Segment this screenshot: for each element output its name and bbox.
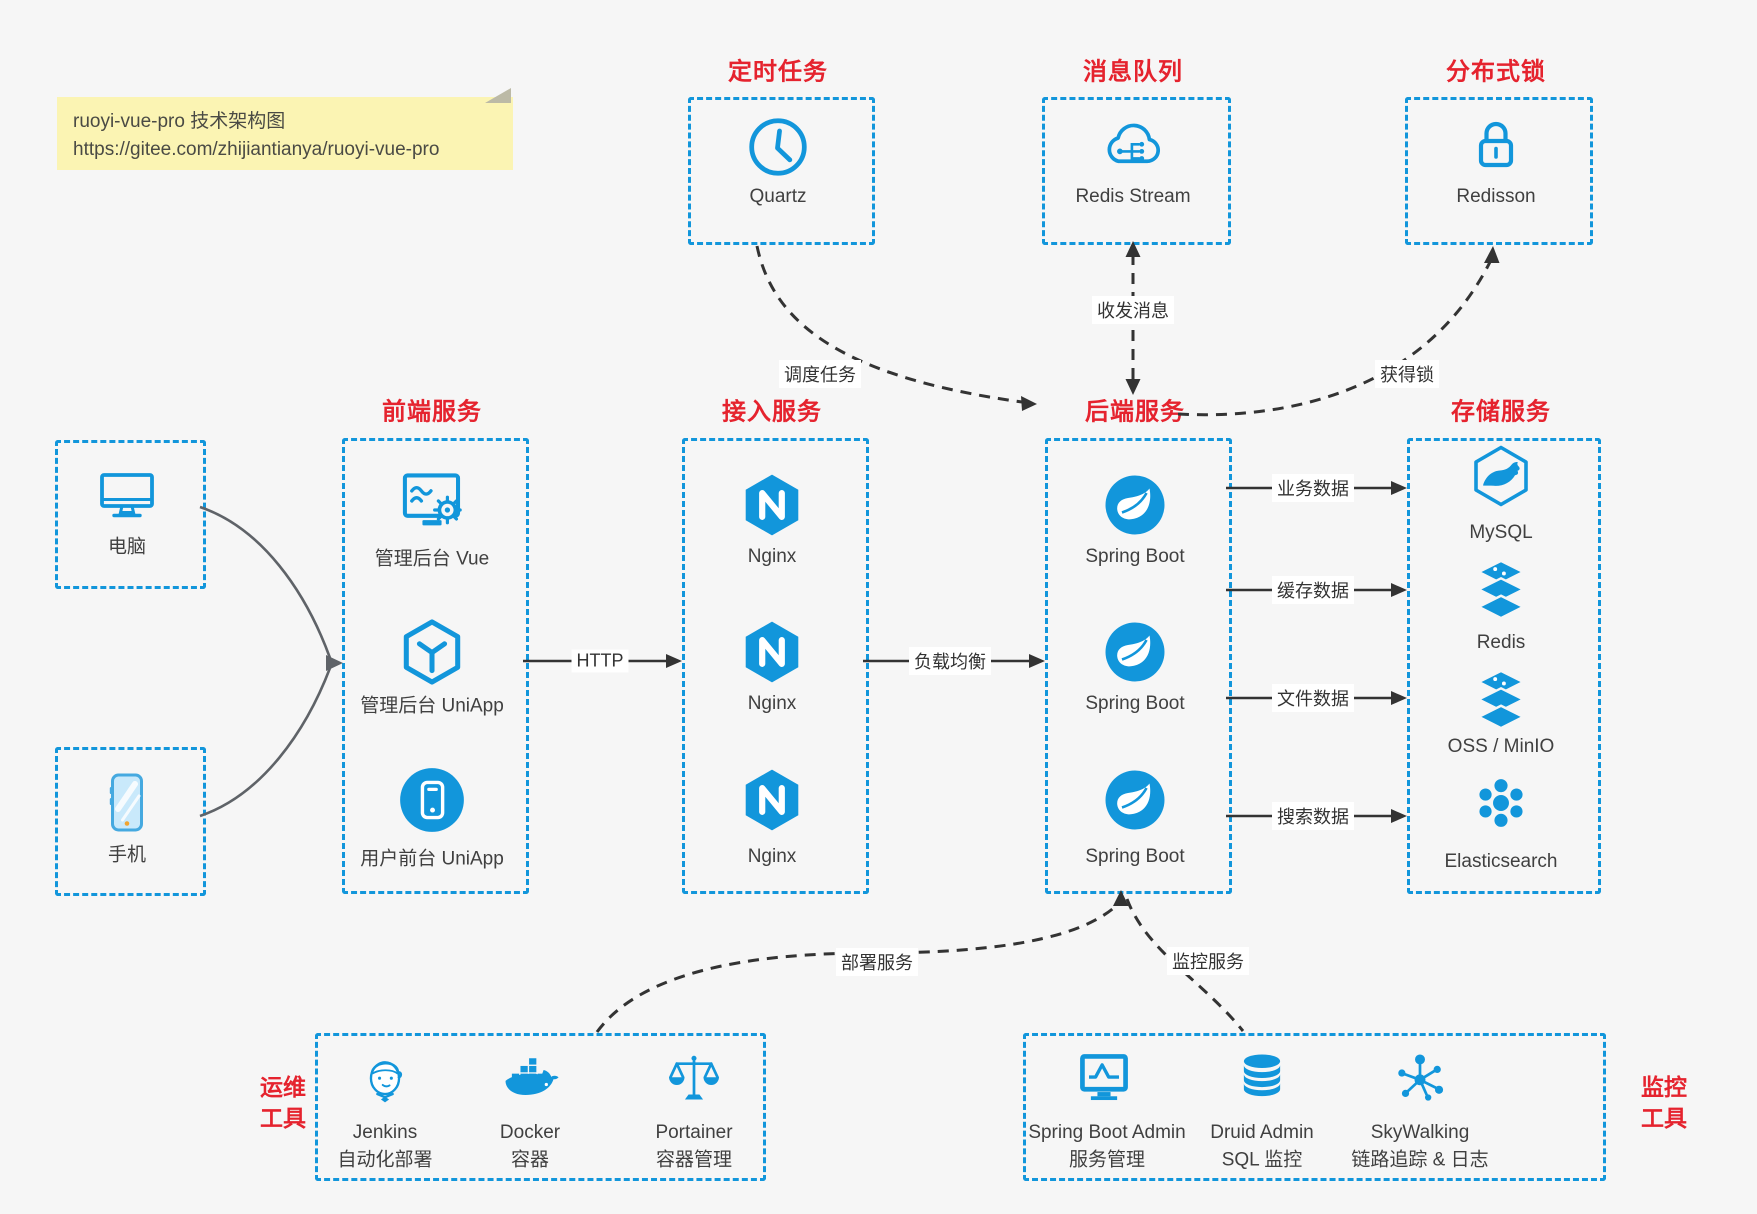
acquire-lock-label: 获得锁 — [1375, 360, 1439, 388]
backend-box — [1045, 438, 1232, 894]
docker-sublabel: 容器 — [510, 1149, 550, 1171]
mysql-label: MySQL — [1469, 522, 1533, 543]
spring-boot-label: Spring Boot — [1085, 693, 1185, 714]
gateway-box — [682, 438, 869, 894]
nginx-icon — [739, 619, 805, 685]
distributed-lock-title: 分布式锁 — [1446, 58, 1546, 86]
spring-boot-label: Spring Boot — [1085, 546, 1185, 567]
elasticsearch-label: Elasticsearch — [1444, 851, 1558, 872]
send-receive-message-label: 收发消息 — [1092, 296, 1174, 324]
note-url: https://gitee.com/zhijiantianya/ruoyi-vu… — [73, 138, 440, 160]
portainer-icon — [665, 1051, 723, 1109]
redis-stack-icon — [1470, 557, 1532, 619]
user-uniapp-label: 用户前台 UniApp — [360, 848, 504, 870]
storage-box — [1407, 438, 1601, 894]
uniapp-cube-icon — [397, 617, 467, 687]
client-arrows — [199, 505, 332, 818]
schedule-task-label: 调度任务 — [779, 360, 861, 388]
monitor-tools-box — [1023, 1033, 1606, 1181]
gateway-title: 接入服务 — [722, 398, 822, 426]
business-data-label: 业务数据 — [1272, 474, 1354, 502]
user-app-icon — [398, 766, 466, 834]
nginx-label: Nginx — [747, 693, 797, 714]
note-title: ruoyi-vue-pro 技术架构图 — [73, 111, 286, 132]
file-data-label: 文件数据 — [1272, 684, 1354, 712]
ops-tools-box — [315, 1033, 766, 1181]
cache-data-label: 缓存数据 — [1272, 576, 1354, 604]
monitor-service-label: 监控服务 — [1167, 947, 1249, 975]
message-queue-title: 消息队列 — [1083, 58, 1183, 86]
nginx-icon — [739, 472, 805, 538]
desktop-icon — [95, 464, 159, 528]
elasticsearch-icon — [1471, 773, 1531, 833]
spring-boot-icon — [1103, 620, 1167, 684]
desktop-label: 电脑 — [107, 536, 147, 558]
backend-title: 后端服务 — [1085, 398, 1185, 426]
nginx-label: Nginx — [747, 546, 797, 567]
scheduler-box — [688, 97, 875, 245]
phone-icon — [95, 771, 159, 835]
nginx-label: Nginx — [747, 846, 797, 867]
spring-boot-label: Spring Boot — [1085, 846, 1185, 867]
skywalking-icon — [1391, 1049, 1449, 1107]
phone-to-frontend-curve — [199, 667, 332, 818]
note-fold-corner — [485, 88, 511, 103]
scheduler-title: 定时任务 — [728, 58, 828, 86]
client-phone-box — [55, 747, 206, 896]
frontend-box — [342, 438, 529, 894]
ops-tools-title: 运维 工具 — [260, 1072, 306, 1134]
portainer-sublabel: 容器管理 — [655, 1149, 733, 1171]
nginx-icon — [739, 767, 805, 833]
client-arrowhead — [326, 655, 343, 671]
redis-stream-label: Redis Stream — [1075, 186, 1191, 207]
search-data-label: 搜索数据 — [1272, 802, 1354, 830]
oss-stack-icon — [1470, 667, 1532, 729]
distributed-lock-box — [1405, 97, 1593, 245]
http-label: HTTP — [571, 649, 629, 673]
monitor-title-line1: 监控 — [1641, 1073, 1687, 1100]
spring-boot-admin-sublabel: 服务管理 — [1068, 1149, 1146, 1171]
monitor-tools-title: 监控 工具 — [1641, 1072, 1687, 1134]
spring-boot-icon — [1103, 768, 1167, 832]
jenkins-label: Jenkins — [352, 1122, 418, 1143]
ops-title-line2: 工具 — [260, 1105, 306, 1131]
monitor-title-line2: 工具 — [1641, 1105, 1687, 1131]
load-balance-label: 负载均衡 — [909, 647, 991, 675]
deploy-service-label: 部署服务 — [836, 948, 918, 976]
redis-label: Redis — [1476, 632, 1526, 653]
spring-boot-icon — [1103, 473, 1167, 537]
admin-uniapp-label: 管理后台 UniApp — [360, 695, 504, 717]
ops-title-line1: 运维 — [260, 1073, 306, 1100]
clock-icon — [745, 114, 811, 180]
desktop-to-frontend-curve — [199, 505, 332, 659]
docker-label: Docker — [499, 1122, 561, 1143]
jenkins-sublabel: 自动化部署 — [337, 1149, 433, 1171]
oss-minio-label: OSS / MinIO — [1447, 736, 1555, 757]
druid-admin-label: Druid Admin — [1210, 1122, 1314, 1143]
spring-boot-admin-label: Spring Boot Admin — [1028, 1122, 1186, 1143]
admin-vue-label: 管理后台 Vue — [374, 548, 490, 570]
mysql-icon — [1469, 444, 1533, 508]
quartz-label: Quartz — [749, 186, 807, 207]
sticky-note: ruoyi-vue-pro 技术架构图 https://gitee.com/zh… — [57, 88, 513, 170]
acquire-lock-curve — [1177, 261, 1492, 417]
storage-title: 存储服务 — [1451, 398, 1551, 426]
jenkins-icon — [356, 1051, 414, 1109]
phone-label: 手机 — [107, 844, 147, 866]
skywalking-label: SkyWalking — [1370, 1122, 1470, 1143]
frontend-title: 前端服务 — [382, 398, 482, 426]
druid-admin-sublabel: SQL 监控 — [1221, 1149, 1303, 1171]
admin-vue-icon — [398, 468, 466, 536]
spring-boot-admin-icon — [1074, 1048, 1134, 1108]
cloud-stream-icon — [1098, 112, 1168, 182]
redisson-label: Redisson — [1456, 186, 1536, 207]
docker-icon — [501, 1051, 559, 1109]
druid-icon — [1233, 1049, 1291, 1107]
lock-icon — [1464, 114, 1528, 178]
skywalking-sublabel: 链路追踪 & 日志 — [1351, 1149, 1489, 1171]
portainer-label: Portainer — [655, 1122, 733, 1143]
